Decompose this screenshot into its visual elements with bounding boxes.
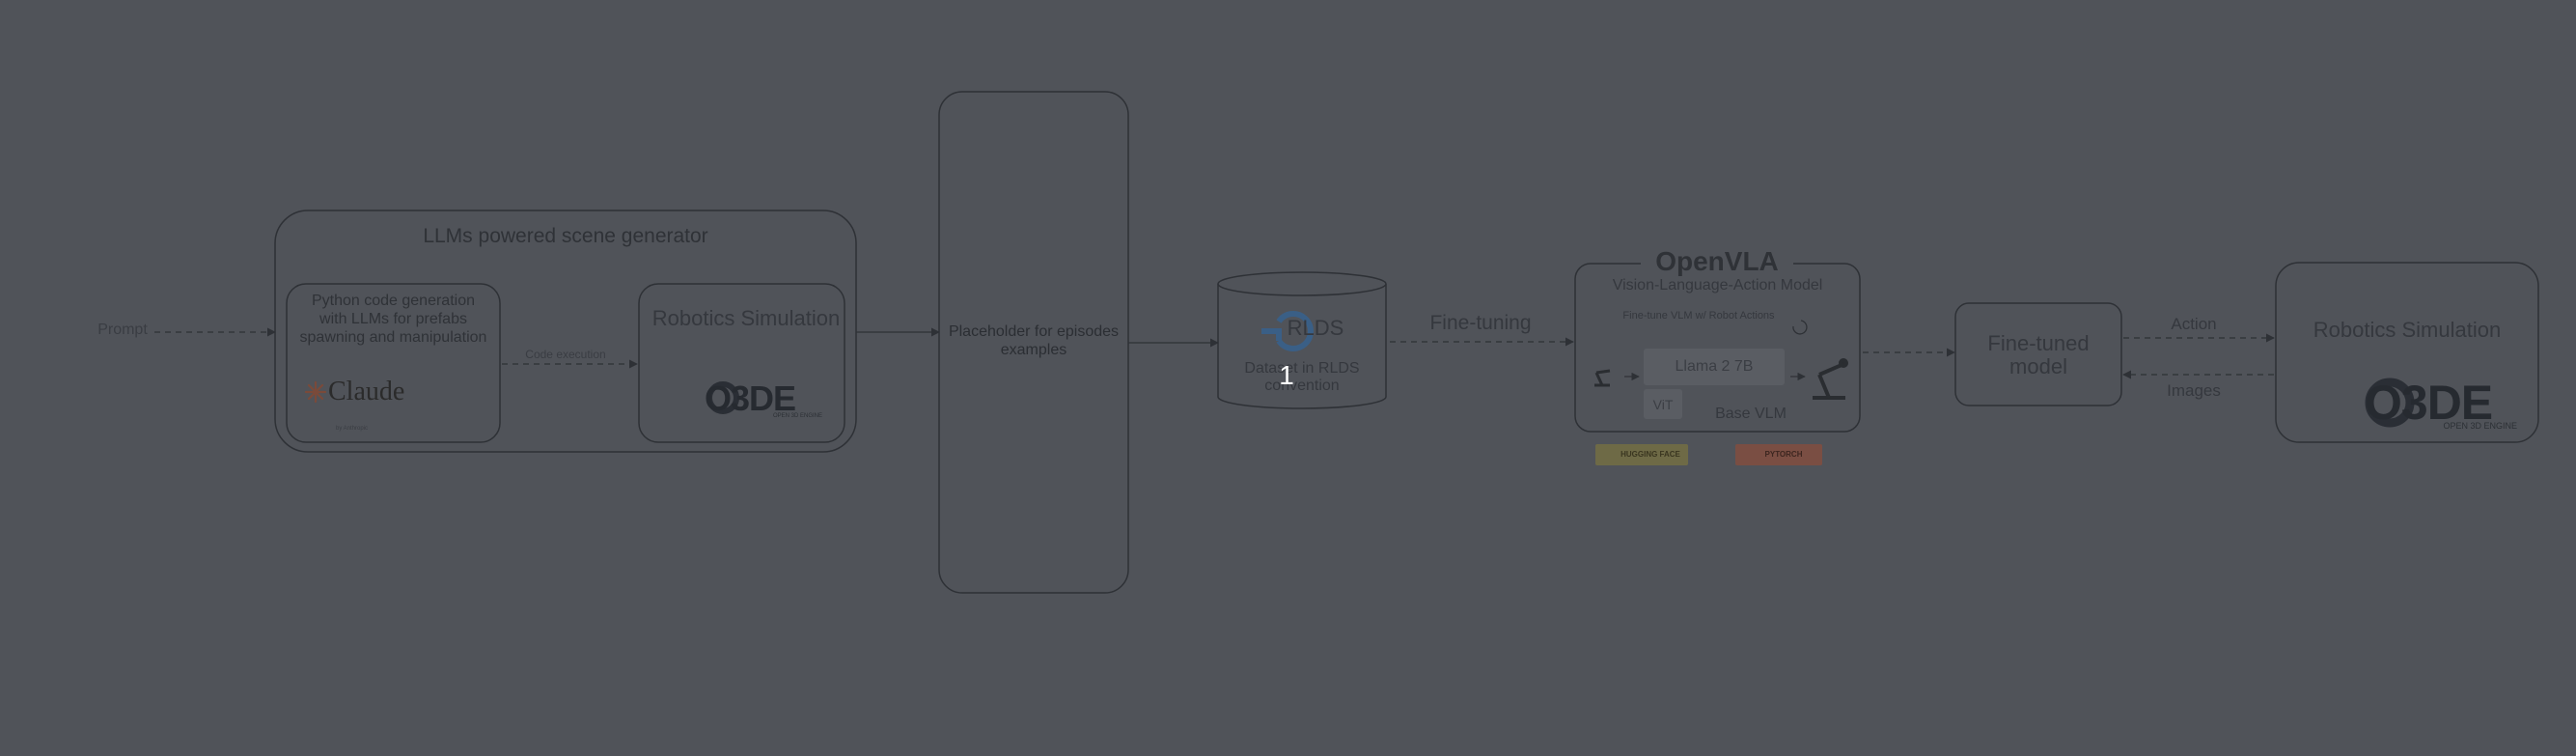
llama-box — [1644, 349, 1785, 385]
o3de-ring-icon-right — [2365, 378, 2415, 428]
base-vlm-label: Base VLM — [1715, 406, 1787, 422]
rlds-subtitle: Dataset in RLDS convention — [1244, 360, 1360, 394]
o3de-sub-left: OPEN 3D ENGINE — [772, 413, 822, 419]
pytorch-badge — [1735, 444, 1822, 465]
huggingface-badge-text: HUGGING FACE — [1620, 450, 1680, 459]
openvla-title: OpenVLA — [1641, 246, 1793, 277]
images-label: Images — [2167, 381, 2221, 400]
vit-label: ViT — [1652, 397, 1674, 412]
openvla-caption: Fine-tune VLM w/ Robot Actions — [1622, 310, 1775, 322]
prompt-label: Prompt — [97, 322, 148, 338]
claude-sunburst-icon — [304, 380, 327, 404]
robot-arm-icon-left — [1594, 369, 1611, 387]
o3de-ring-icon-left — [706, 381, 739, 414]
o3de-sub-right: OPEN 3D ENGINE — [2443, 421, 2517, 431]
robot-arm-icon-right — [1813, 358, 1848, 400]
scene-generator-title: LLMs powered scene generator — [423, 225, 708, 247]
finetuning-label: Fine-tuning — [1429, 312, 1532, 334]
robotics-sim-right-box — [2275, 262, 2539, 443]
vit-box — [1644, 389, 1682, 419]
rlds-overlay-number: 1 — [1279, 360, 1294, 390]
action-label: Action — [2171, 315, 2217, 333]
claude-logo-text: Claude — [328, 377, 405, 406]
claude-sub-text: by Anthropic — [336, 426, 369, 432]
finetuned-model-text: Fine-tuned model — [1987, 331, 2090, 378]
rotate-icon — [1792, 320, 1808, 335]
code-execution-label: Code execution — [525, 348, 606, 361]
codegen-box — [286, 283, 501, 443]
rlds-cylinder — [1217, 271, 1387, 409]
o3de-logo-left: O3DE — [705, 378, 796, 418]
llama-label: Llama 2 7B — [1675, 358, 1754, 375]
episodes-text: Placeholder for episodes examples — [948, 323, 1120, 358]
o3de-logo-right: O3DE — [2365, 376, 2493, 430]
sim-inner-title: Robotics Simulation — [651, 306, 841, 330]
pytorch-badge-text: PYTORCH — [1764, 450, 1803, 459]
finetuned-box — [1954, 302, 2122, 406]
sim-inner-box — [638, 283, 845, 443]
robotics-sim-right-title: Robotics Simulation — [2313, 318, 2502, 342]
google-g-icon — [1261, 311, 1314, 351]
openvla-subtitle: Vision-Language-Action Model — [1612, 277, 1823, 294]
huggingface-badge — [1595, 444, 1688, 465]
codegen-text: Python code generation with LLMs for pre… — [299, 293, 487, 346]
rlds-title: RLDS — [1287, 316, 1344, 340]
